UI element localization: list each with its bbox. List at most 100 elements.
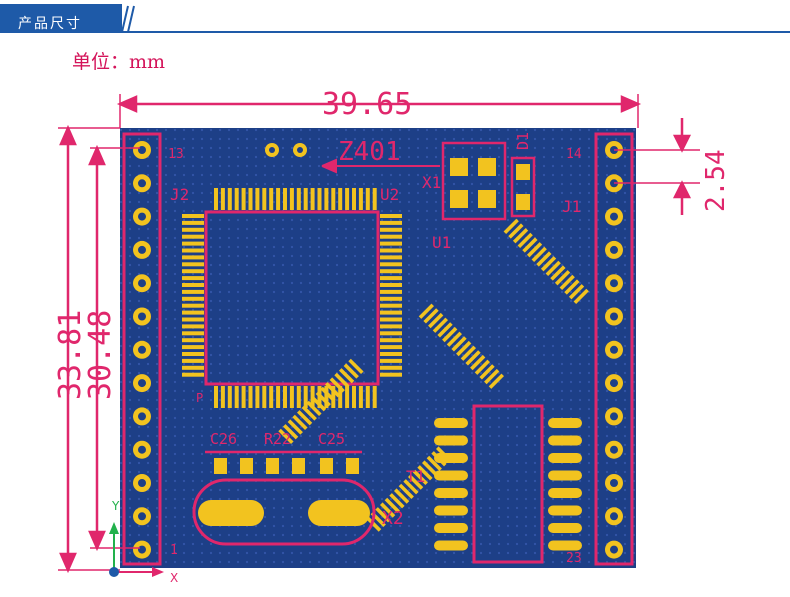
header-pin-hole (138, 312, 146, 321)
u1-pad (512, 228, 529, 244)
u1-pad (479, 364, 495, 380)
header-j2 (122, 132, 162, 566)
u1-pad (379, 502, 396, 518)
u2-pad (331, 386, 336, 408)
u1-pad (375, 507, 391, 523)
header-pin-hole (138, 245, 146, 254)
u2-pad (380, 227, 402, 232)
label-z401: Z401 (338, 137, 401, 167)
header-pin-hole (610, 312, 618, 321)
u1-pad (403, 479, 419, 495)
u2-pad (303, 386, 308, 408)
header-pin-hole (610, 245, 618, 254)
u2-pad (380, 283, 402, 287)
u1-pad (554, 270, 571, 286)
header-pin-hole (138, 345, 146, 354)
t1-pad (548, 488, 582, 498)
u1-pad (315, 391, 331, 407)
u2-pad (182, 338, 204, 343)
u1-pad (526, 242, 543, 258)
u1-pad (484, 368, 500, 385)
u2-pad (380, 214, 402, 218)
u2-pad (182, 289, 204, 294)
crystal-x1 (441, 141, 507, 221)
header-bar: 产品尺寸 (0, 0, 790, 34)
u2-pad (380, 352, 402, 356)
u1-pad (310, 396, 327, 412)
header-pin-hole (610, 345, 618, 354)
transformer-t1 (434, 404, 582, 564)
header-pin-hole (610, 279, 618, 288)
u2-pad (380, 338, 402, 343)
svg-text:Y: Y (111, 499, 120, 513)
u2-pad (380, 365, 402, 370)
u1-pad (421, 460, 438, 476)
u2-pad (182, 296, 204, 301)
u1-pad (564, 279, 580, 295)
u2-pad (182, 234, 204, 239)
u2-pad (262, 188, 267, 210)
u2-pad (345, 188, 350, 210)
u1-pad (540, 256, 557, 272)
header-tab: 产品尺寸 (0, 4, 122, 32)
u2-pad (365, 188, 370, 210)
u1-pad (426, 455, 442, 472)
u1-pad (488, 373, 505, 389)
label-t1: T1 (406, 467, 425, 486)
u2-pad (182, 317, 204, 322)
u2-pad (296, 386, 301, 408)
label-u2: U2 (380, 185, 399, 204)
u1-pad (460, 345, 477, 361)
u2-pad (182, 324, 204, 329)
u1-pad (531, 246, 547, 263)
label-r22: R22 (264, 430, 291, 448)
u2-pad (182, 248, 204, 253)
j2-pins (133, 141, 151, 559)
u1-pad (417, 465, 433, 481)
header-pin-hole (610, 212, 618, 221)
u2-pad (289, 188, 294, 210)
u1-pad (306, 400, 322, 417)
dim-width-value: 39.65 (322, 87, 412, 122)
u2-pins (182, 188, 402, 408)
header-title: 产品尺寸 (18, 16, 82, 32)
u1-pad (398, 483, 414, 500)
u2-pad (227, 386, 232, 408)
u1-pad (568, 284, 585, 300)
u2-pad (352, 386, 356, 408)
z401-arrow (321, 158, 440, 174)
u1-pad (278, 428, 294, 445)
u2-pad (380, 310, 402, 315)
u1-pad (412, 469, 428, 486)
u2-pad (345, 386, 350, 408)
u2-pad (380, 317, 402, 322)
u1-pad (292, 414, 308, 431)
u1-pad (418, 303, 435, 319)
u2-pad (234, 386, 239, 408)
dim-pitch-value: 2.54 (701, 149, 731, 212)
u2-pad (182, 372, 204, 377)
u1-pad (320, 386, 336, 403)
u2-pad (380, 248, 402, 253)
u1-pad (407, 474, 424, 490)
t1-pad (434, 540, 468, 551)
u2-pad (214, 188, 218, 210)
u2-pad (358, 188, 363, 210)
u2-pad (182, 283, 204, 287)
u2-pad (317, 188, 322, 210)
u2-pad (283, 188, 287, 210)
u2-pad (234, 188, 239, 210)
u2-pad (283, 386, 287, 408)
header-pin-hole (610, 479, 618, 487)
u2-pad (182, 358, 204, 363)
u2-pad (380, 289, 402, 294)
u2-pad (380, 331, 402, 336)
u2-pad (182, 227, 204, 232)
u1-pad (559, 274, 575, 291)
u1-pad (428, 312, 444, 329)
u2-pad (255, 386, 260, 408)
u2-pad (182, 214, 204, 218)
t1-pad (548, 505, 582, 516)
t1-pad (434, 523, 468, 533)
u1-pad (343, 363, 359, 379)
